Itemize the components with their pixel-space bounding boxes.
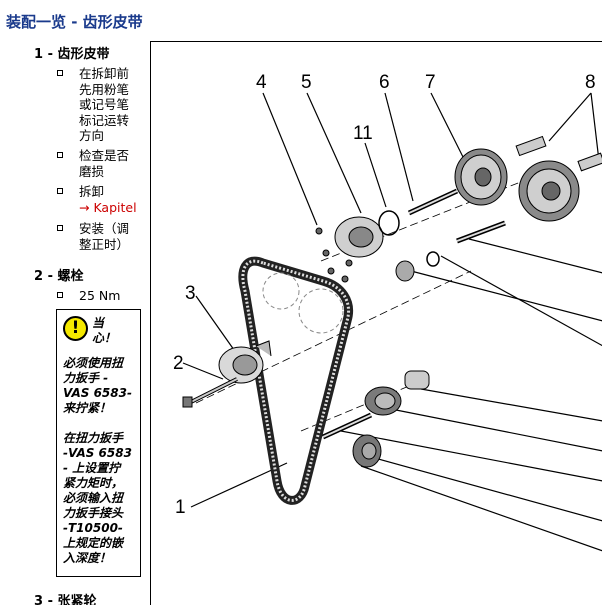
leader-r3 — [468, 238, 602, 274]
section-head-1: 1 - 齿形皮带 — [34, 47, 110, 62]
bolt-6 — [407, 188, 459, 216]
bolt-2 — [182, 377, 238, 408]
leader-r5 — [390, 408, 602, 452]
callout-4: 4 — [256, 72, 267, 93]
bullet-box-icon — [57, 292, 63, 298]
lower-idler — [364, 370, 430, 416]
callout-7: 7 — [425, 72, 436, 93]
tensioner-pulley — [218, 340, 272, 384]
leader-r2 — [440, 255, 602, 347]
page-title: 装配一览 - 齿形皮带 — [6, 13, 143, 31]
callout-2: 2 — [173, 353, 184, 374]
callout-3: 3 — [185, 283, 196, 304]
exploded-view-diagram: 4 5 6 7 8 11 3 2 1 — [150, 41, 602, 605]
bullet-box-icon — [57, 225, 63, 231]
leader-3 — [195, 295, 240, 358]
callout-8: 8 — [585, 72, 596, 93]
leader-6 — [384, 92, 414, 202]
camshaft-gear-8 — [518, 160, 580, 222]
caution-text-1: 必须使用扭 力扳手 - VAS 6583- 来拧紧！ — [63, 356, 132, 415]
callout-11: 11 — [353, 123, 373, 144]
crankshaft-gear — [352, 434, 382, 468]
kapitel-link[interactable]: → Kapitel — [79, 199, 137, 215]
bolt-lower — [321, 412, 373, 440]
bullet-box-icon — [57, 70, 63, 76]
callout-6: 6 — [379, 72, 390, 93]
timing-belt — [238, 256, 353, 505]
caution-box: !当 心！ 必须使用扭 力扳手 - VAS 6583- 来拧紧！ 在扭力扳手 -… — [56, 309, 141, 577]
section-head-2: 2 - 螺栓 — [34, 269, 84, 284]
leader-2 — [182, 362, 224, 380]
leader-r7 — [370, 456, 602, 522]
legend-column: 1 - 齿形皮带 在拆卸前 先用粉笔 或记号笔 标记运转 方向 检查是否 磨损 … — [0, 0, 150, 605]
caution-text-2: 在扭力扳手 -VAS 6583 - 上设置拧 紧力矩时， 必须输入扭 力扳手接头… — [63, 431, 132, 565]
leader-8 — [548, 92, 600, 162]
leader-5 — [306, 92, 362, 214]
caution-heading: 当 心！ — [92, 316, 117, 345]
caution-icon: ! — [63, 316, 88, 341]
leader-11 — [364, 142, 387, 208]
idler-pulley-5 — [315, 216, 384, 283]
bullet-box-icon — [57, 152, 63, 158]
bullet-box-icon — [57, 188, 63, 194]
callout-5: 5 — [301, 72, 312, 93]
leader-7 — [430, 92, 470, 170]
leader-r6 — [340, 430, 602, 482]
ring-11 — [378, 210, 400, 236]
callout-1: 1 — [175, 497, 186, 518]
leader-r1 — [410, 270, 602, 322]
leader-4 — [262, 92, 318, 226]
camshaft-gear-7 — [454, 148, 508, 206]
leader-r8 — [360, 465, 602, 552]
section-head-3: 3 - 张紧轮 — [34, 594, 97, 605]
leader-r4 — [420, 388, 602, 422]
